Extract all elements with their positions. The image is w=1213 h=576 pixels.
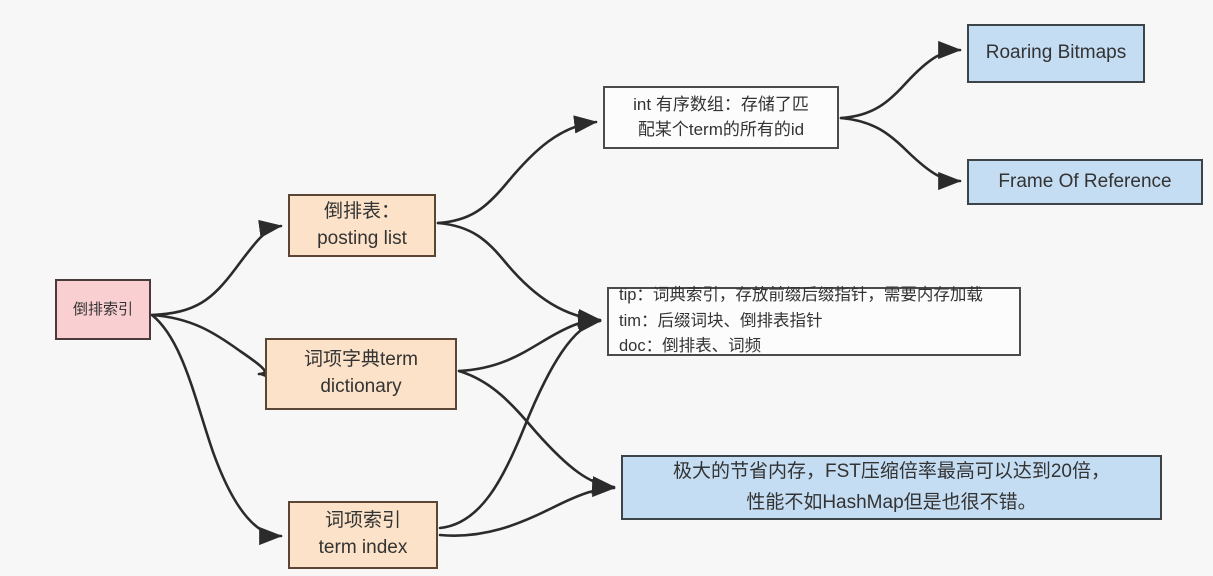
node-fst-memory-note[interactable]: 极大的节省内存，FST压缩倍率最高可以达到20倍， 性能不如HashMap但是也… [621, 455, 1162, 520]
node-label: tip：词典索引，存放前缀后缀指针，需要内存加载 tim：后缀词块、倒排表指针 … [619, 286, 983, 356]
node-label: 倒排表： posting list [317, 200, 407, 249]
node-posting-list[interactable]: 倒排表： posting list [288, 194, 436, 257]
edge-posting-list-to-tip-box [436, 221, 602, 328]
node-inverted-index-root[interactable]: 倒排索引 [55, 279, 151, 340]
node-term-dictionary[interactable]: 词项字典term dictionary [265, 338, 457, 410]
node-roaring-bitmaps[interactable]: Roaring Bitmaps [967, 24, 1145, 83]
node-label: Roaring Bitmaps [985, 42, 1127, 64]
edge-term-index-to-tip-box [438, 314, 602, 530]
node-label: int 有序数组：存储了匹 配某个term的所有的id [633, 95, 809, 139]
node-tip-tim-doc-note[interactable]: tip：词典索引，存放前缀后缀指针，需要内存加载 tim：后缀词块、倒排表指针 … [607, 286, 1021, 356]
node-label: 词项字典term dictionary [303, 349, 418, 397]
edge-posting-list-to-int-array [436, 115, 598, 225]
node-term-index[interactable]: 词项索引 term index [288, 501, 438, 569]
edge-term-index-to-fst [438, 478, 616, 537]
edge-root-to-posting-list [150, 219, 283, 317]
node-label: 倒排索引 [72, 300, 133, 318]
edge-term-dictionary-to-fst [457, 369, 616, 495]
node-frame-of-reference[interactable]: Frame Of Reference [967, 159, 1203, 205]
node-label: 极大的节省内存，FST压缩倍率最高可以达到20倍， 性能不如HashMap但是也… [672, 461, 1111, 513]
node-label: Frame Of Reference [998, 170, 1172, 192]
edge-int-array-to-frame [839, 116, 962, 191]
node-label: 词项索引 term index [318, 510, 408, 558]
edge-root-to-term-index [150, 313, 283, 546]
edge-int-array-to-roaring [839, 40, 962, 120]
edge-term-dictionary-to-tip-box [457, 310, 602, 373]
edge-root-to-term-dictionary [150, 313, 281, 384]
node-int-sorted-array[interactable]: int 有序数组：存储了匹 配某个term的所有的id [603, 86, 839, 149]
